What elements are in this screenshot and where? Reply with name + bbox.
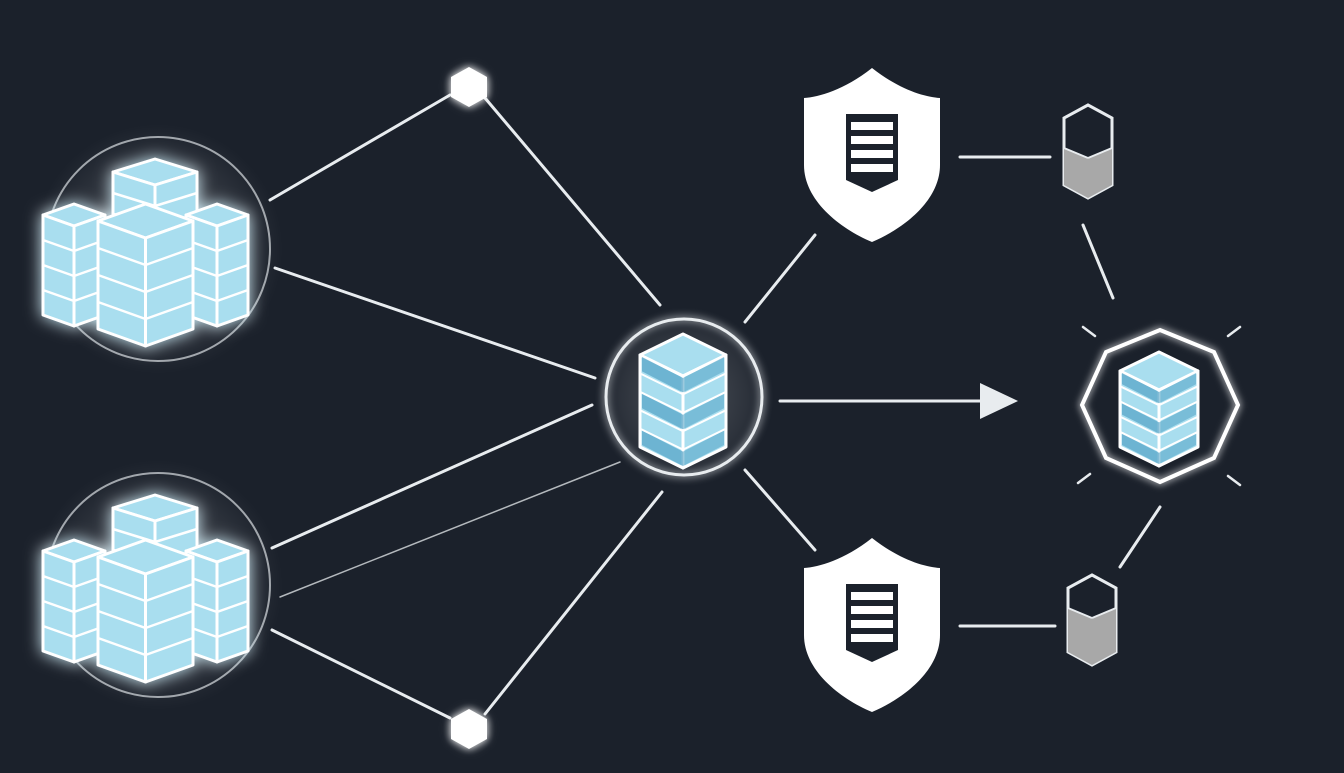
- link-hub-to-shield-top: [743, 233, 817, 324]
- relay-node-bottom: [443, 703, 495, 755]
- hub-ring: [604, 317, 764, 477]
- server-rack-icon: [846, 114, 898, 192]
- database-server-icon: [1118, 350, 1200, 468]
- server-cube-icon: [184, 538, 250, 664]
- link-cluster-bottom-to-hub: [270, 403, 594, 550]
- link-relay-bottom-to-hub: [483, 490, 664, 716]
- link-storage-top-to-target: [1081, 223, 1115, 300]
- hexagon-node-icon: [451, 67, 487, 107]
- hub-cube-icon: [638, 332, 728, 470]
- link-cluster-bottom-to-hub-thin: [279, 461, 621, 598]
- server-cube-icon: [96, 538, 195, 684]
- server-cube-icon: [41, 202, 107, 328]
- storage-top: [1062, 103, 1114, 200]
- server-cluster-bottom: [33, 460, 283, 710]
- octagon-frame: [1079, 327, 1241, 485]
- link-hub-to-shield-bottom: [743, 468, 817, 552]
- link-cluster-top-to-relay-top: [268, 93, 452, 202]
- server-cube-icon: [96, 202, 195, 348]
- server-cube-icon: [41, 538, 107, 664]
- target-cube-icon: [1118, 350, 1200, 468]
- server-cube-icon: [184, 202, 250, 328]
- server-cluster-top: [33, 124, 283, 374]
- hexagon-node-icon: [451, 709, 487, 749]
- link-cluster-top-to-hub: [273, 266, 597, 380]
- connections: [268, 93, 1162, 720]
- storage-bottom: [1066, 573, 1118, 667]
- link-target-to-storage-bottom: [1118, 505, 1162, 569]
- database-server-icon: [638, 332, 728, 470]
- link-cluster-bottom-to-relay-bottom: [270, 628, 452, 720]
- protected-server-node: [1076, 325, 1242, 487]
- server-cluster-icon: [41, 493, 250, 684]
- arrowhead-icon: [980, 383, 1018, 419]
- server-cluster-icon: [41, 157, 250, 348]
- server-rack-icon: [846, 584, 898, 662]
- relay-node-top: [443, 61, 495, 113]
- security-gateway-top: [804, 68, 940, 242]
- central-hub-node: [594, 307, 774, 487]
- security-gateway-bottom: [804, 538, 940, 712]
- emphasis-ticks: [1076, 325, 1242, 487]
- link-relay-top-to-hub: [483, 96, 662, 307]
